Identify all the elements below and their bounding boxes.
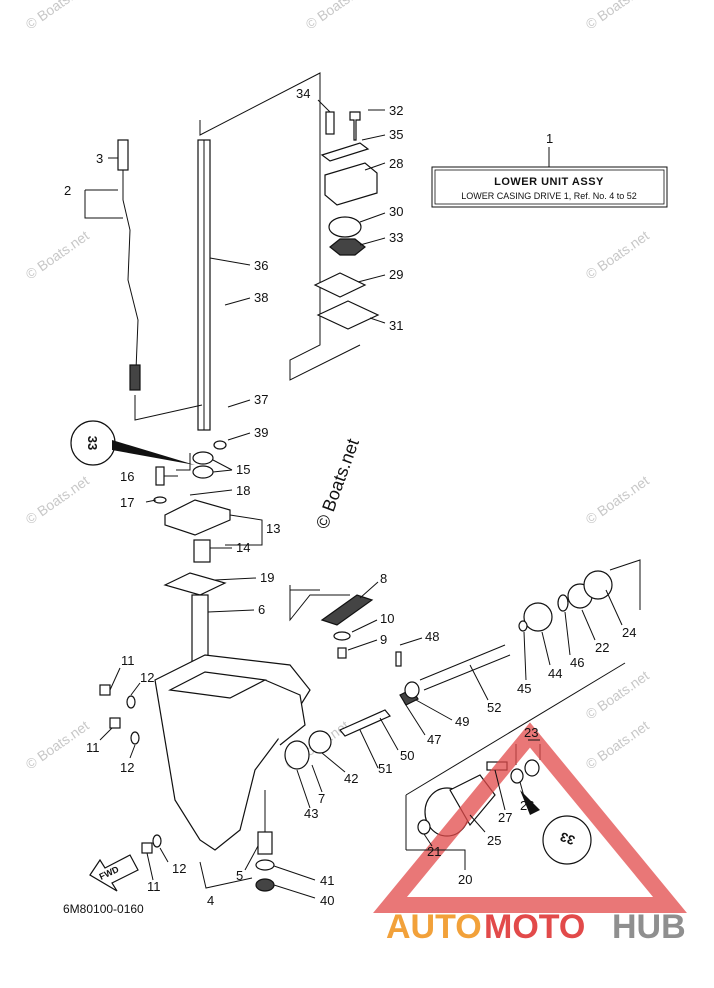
part-label-24: 24 [622, 625, 636, 640]
part-label-21: 21 [427, 844, 441, 859]
watermark: © Boats.net [583, 0, 652, 32]
part-label-51: 51 [378, 761, 392, 776]
part-label-11: 11 [86, 740, 100, 755]
watermark: © Boats.net [23, 227, 92, 282]
part-label-2: 2 [64, 183, 71, 198]
part-label-4: 4 [207, 893, 214, 908]
part-label-10: 10 [380, 611, 394, 626]
part-label-33: 33 [389, 230, 403, 245]
fwd-arrow: FWD [89, 854, 139, 892]
part-label-5: 5 [236, 868, 243, 883]
seal-mark: 33 [85, 436, 100, 450]
part-label-31: 31 [389, 318, 403, 333]
part-label-16: 16 [120, 469, 134, 484]
part-label-46: 46 [570, 655, 584, 670]
part-label-7: 7 [318, 791, 325, 806]
part-label-26: 26 [520, 798, 534, 813]
title-box-heading: LOWER UNIT ASSY [494, 176, 604, 188]
part-label-13: 13 [266, 521, 280, 536]
part-label-11: 11 [121, 653, 135, 668]
propeller-shaft-assembly [284, 559, 641, 850]
part-label-8: 8 [380, 571, 387, 586]
part-label-17: 17 [120, 495, 134, 510]
part-label-49: 49 [455, 714, 469, 729]
part-label-28: 28 [389, 156, 403, 171]
title-box-subtitle: LOWER CASING DRIVE 1, Ref. No. 4 to 52 [461, 191, 637, 201]
part-label-14: 14 [236, 540, 250, 555]
part-label-20: 20 [458, 872, 472, 887]
shift-rod [84, 139, 203, 421]
part-label-36: 36 [254, 258, 268, 273]
part-label-22: 22 [595, 640, 609, 655]
automotohub-logo: AUTO MOTO HUB [373, 722, 687, 946]
part-label-12: 12 [120, 760, 134, 775]
part-label-40: 40 [320, 893, 334, 908]
part-label-48: 48 [425, 629, 439, 644]
water-pump-assembly [313, 111, 380, 330]
ref-number-1: 1 [546, 131, 553, 146]
part-label-42: 42 [344, 771, 358, 786]
part-label-45: 45 [517, 681, 531, 696]
center-watermark: © Boats.net [312, 436, 363, 531]
oil-seal-housing [153, 440, 231, 666]
part-label-43: 43 [304, 806, 318, 821]
part-label-47: 47 [427, 732, 441, 747]
part-label-3: 3 [96, 151, 103, 166]
part-label-50: 50 [400, 748, 414, 763]
watermark: © Boats.net [23, 472, 92, 527]
part-label-27: 27 [498, 810, 512, 825]
part-label-12: 12 [172, 861, 186, 876]
shift-cam [320, 594, 402, 667]
part-label-9: 9 [380, 632, 387, 647]
drive-shaft [197, 139, 251, 431]
watermark: © Boats.net [303, 0, 372, 32]
logo-text-hub: HUB [612, 908, 686, 946]
watermark: © Boats.net [583, 472, 652, 527]
part-label-30: 30 [389, 204, 403, 219]
watermark: © Boats.net [23, 0, 92, 32]
lower-unit-title-box: 1 LOWER UNIT ASSY LOWER CASING DRIVE 1, … [431, 131, 668, 208]
part-label-52: 52 [487, 700, 501, 715]
logo-text-moto: MOTO [484, 908, 585, 946]
part-label-34: 34 [296, 86, 310, 101]
part-number-labels: 34 32 35 28 30 33 29 31 36 38 37 39 15 1… [64, 86, 636, 908]
part-label-39: 39 [254, 425, 268, 440]
part-label-6: 6 [258, 602, 265, 617]
part-label-25: 25 [487, 833, 501, 848]
logo-text-auto: AUTO [386, 908, 482, 946]
part-label-41: 41 [320, 873, 334, 888]
watermark-layer: © Boats.net © Boats.net © Boats.net © Bo… [23, 0, 652, 772]
watermark: © Boats.net [583, 227, 652, 282]
seal-detail-upper: 33 [70, 420, 195, 466]
part-label-12: 12 [140, 670, 154, 685]
part-label-19: 19 [260, 570, 274, 585]
part-label-29: 29 [389, 267, 403, 282]
driveshaft-group-outline [199, 72, 361, 381]
part-label-44: 44 [548, 666, 562, 681]
watermark: © Boats.net [583, 667, 652, 722]
watermark: © Boats.net [23, 717, 92, 772]
part-label-35: 35 [389, 127, 403, 142]
watermark: © Boats.net [583, 717, 652, 772]
lower-casing [154, 585, 350, 892]
seal-detail-lower: 33 [520, 790, 592, 865]
part-label-18: 18 [236, 483, 250, 498]
diagram-code: 6M80100-0160 [63, 902, 144, 916]
part-label-37: 37 [254, 392, 268, 407]
part-label-15: 15 [236, 462, 250, 477]
seal-mark: 33 [558, 829, 577, 848]
leader-lines [99, 99, 623, 899]
part-label-23: 23 [524, 725, 538, 740]
part-label-32: 32 [389, 103, 403, 118]
part-label-38: 38 [254, 290, 268, 305]
part-label-11: 11 [147, 879, 161, 894]
